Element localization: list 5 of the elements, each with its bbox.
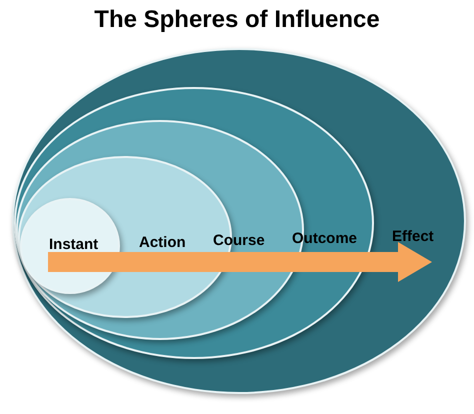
sphere-label: Action: [139, 234, 186, 251]
sphere-label: Effect: [392, 228, 434, 245]
sphere-label: Instant: [49, 236, 98, 253]
title: The Spheres of Influence: [93, 6, 381, 34]
arrow: [48, 242, 432, 282]
